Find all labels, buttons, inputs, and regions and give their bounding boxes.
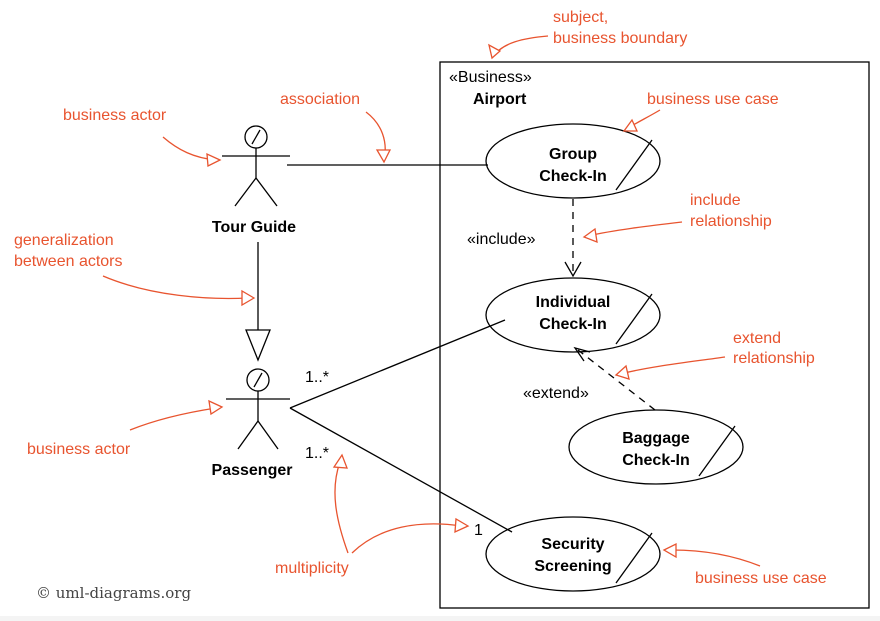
note-business-use-case-top: business use case: [647, 91, 779, 108]
arrow-subject: [491, 35, 549, 59]
note-include-2: relationship: [690, 213, 772, 230]
extend-arrowhead: [573, 346, 591, 362]
use-case-baggage-check-in[interactable]: [568, 409, 744, 485]
association-passenger-security: [289, 407, 513, 533]
association-passenger-individual: [289, 319, 506, 409]
actor-label-passenger: Passenger: [212, 462, 293, 479]
actor-tour-guide: [222, 125, 290, 207]
note-subject-1: subject,: [553, 9, 608, 26]
use-case-label-individual-2: Check-In: [539, 316, 607, 333]
extend-label: «extend»: [523, 385, 589, 402]
use-case-individual-check-in[interactable]: [485, 277, 661, 353]
note-business-actor-top: business actor: [63, 107, 167, 124]
arrow-extend: [619, 356, 726, 375]
boundary-name: Airport: [473, 91, 527, 108]
generalization-arrowhead: [245, 329, 271, 362]
include-arrowhead: [564, 261, 582, 278]
use-case-label-security: Security: [541, 536, 604, 553]
arrow-multiplicity-right: [351, 523, 463, 554]
use-case-label-baggage: Baggage: [622, 430, 690, 447]
use-case-label-group: Group: [549, 146, 597, 163]
arrow-business-actor-bottom: [129, 407, 217, 431]
actor-passenger: [226, 368, 290, 450]
note-generalization-1: generalization: [14, 232, 114, 249]
arrow-multiplicity-up: [334, 461, 349, 554]
extend-line: [577, 349, 656, 411]
note-extend-1: extend: [733, 330, 781, 347]
copyright: © uml-diagrams.org: [36, 584, 191, 602]
multiplicity-passenger-security: 1..*: [305, 445, 329, 462]
note-multiplicity: multiplicity: [275, 560, 349, 577]
business-boundary: [439, 61, 870, 609]
use-case-security-screening[interactable]: [485, 516, 661, 592]
use-case-label-baggage-2: Check-In: [622, 452, 690, 469]
note-extend-2: relationship: [733, 350, 815, 367]
note-association: association: [280, 91, 360, 108]
use-case-label-individual: Individual: [536, 294, 611, 311]
actor-label-tour-guide: Tour Guide: [212, 219, 296, 236]
multiplicity-security-end: 1: [474, 522, 483, 539]
arrow-business-use-case-bottom: [671, 549, 761, 567]
use-case-label-security-2: Screening: [534, 558, 611, 575]
note-generalization-2: between actors: [14, 253, 123, 270]
boundary-stereotype: «Business»: [449, 69, 532, 86]
note-subject-2: business boundary: [553, 30, 687, 47]
arrow-generalization: [102, 275, 249, 300]
use-case-group-check-in[interactable]: [485, 123, 661, 199]
multiplicity-passenger-individual: 1..*: [305, 369, 329, 386]
note-include-1: include: [690, 192, 741, 209]
arrow-include: [587, 221, 683, 237]
include-label: «include»: [467, 231, 536, 248]
note-business-actor-bottom: business actor: [27, 441, 131, 458]
note-business-use-case-bottom: business use case: [695, 570, 827, 587]
use-case-label-group-2: Check-In: [539, 168, 607, 185]
